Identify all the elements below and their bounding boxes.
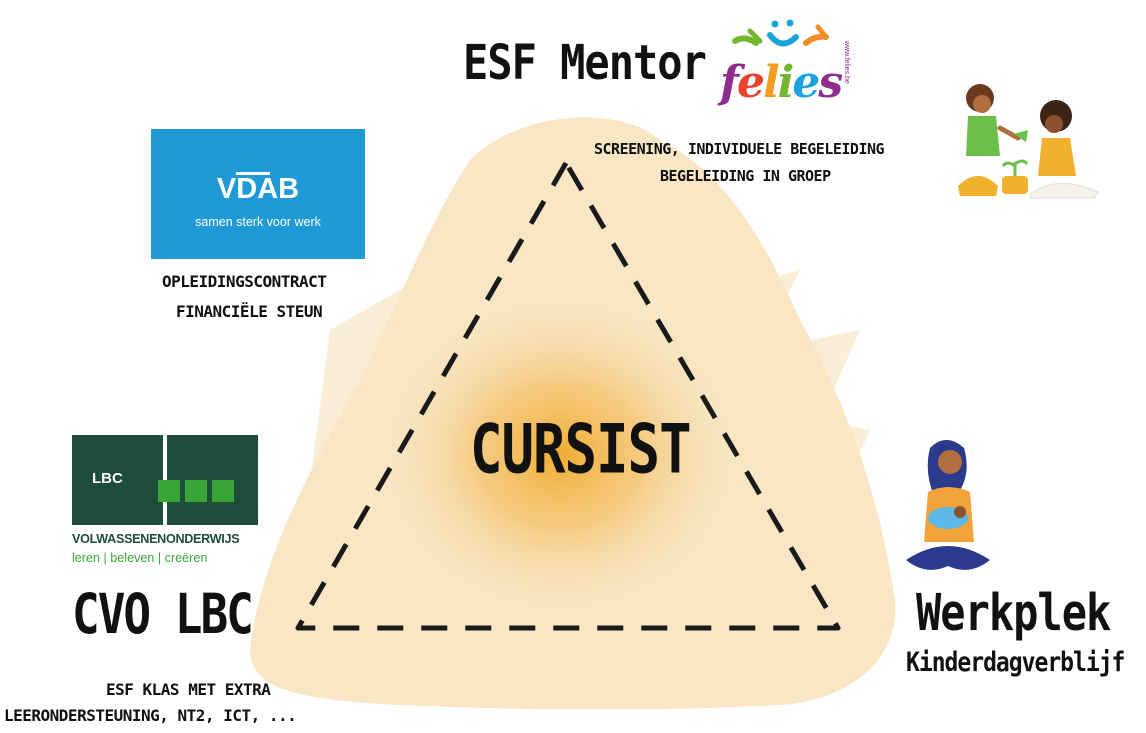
esf-mentor-title: ESF Mentor: [463, 34, 707, 91]
felies-letter: i: [777, 57, 795, 108]
felies-logo: felies www.felies.be: [720, 13, 870, 113]
lbc-tagline-2: leren | beleven | creëren: [72, 551, 208, 565]
center-label: CURSIST: [470, 410, 692, 489]
lbc-tagline-1: VOLWASSENENONDERWIJS: [72, 532, 240, 546]
felies-letter: e: [736, 57, 765, 108]
cvo-lbc-line-1: ESF KLAS MET EXTRA: [106, 680, 271, 699]
vdab-tagline: samen sterk voor werk: [195, 215, 321, 229]
lbc-logo-square: [212, 480, 234, 502]
vdab-line-2: FINANCIËLE STEUN: [176, 302, 323, 321]
vdab-logo: VDAB samen sterk voor werk: [151, 129, 365, 259]
lbc-logo-square: [158, 480, 180, 502]
mother-baby-illustration: [906, 440, 990, 570]
felies-wordmark: felies: [720, 57, 843, 108]
felies-figure-icon: [732, 19, 829, 47]
cvo-lbc-line-2: LEERONDERSTEUNING, NT2, ICT, ...: [4, 706, 297, 725]
felies-letter: l: [762, 57, 780, 108]
esf-mentor-line-1: SCREENING, INDIVIDUELE BEGELEIDING: [594, 140, 885, 158]
lbc-logo-square: [185, 480, 207, 502]
lbc-wordmark: LBC: [92, 470, 123, 487]
children-gardening-illustration: [958, 84, 1099, 199]
felies-letter: s: [818, 57, 843, 108]
cvo-lbc-title: CVO LBC: [72, 581, 254, 647]
werkplek-subtitle: Kinderdagverblijf: [906, 648, 1125, 678]
vdab-line-1: OPLEIDINGSCONTRACT: [162, 272, 327, 291]
vdab-logo-bar: [236, 172, 270, 175]
vdab-wordmark: VDAB: [216, 173, 300, 205]
center-glow: [375, 290, 745, 620]
felies-letter: e: [792, 57, 820, 108]
werkplek-title: Werkplek: [916, 583, 1111, 642]
felies-letter: f: [720, 57, 739, 108]
felies-url: www.felies.be: [843, 41, 850, 84]
esf-mentor-line-2: BEGELEIDING IN GROEP: [660, 167, 831, 185]
lbc-logo-block-left: [72, 435, 163, 525]
lbc-logo: [72, 435, 258, 567]
dashed-triangle: [295, 160, 841, 631]
